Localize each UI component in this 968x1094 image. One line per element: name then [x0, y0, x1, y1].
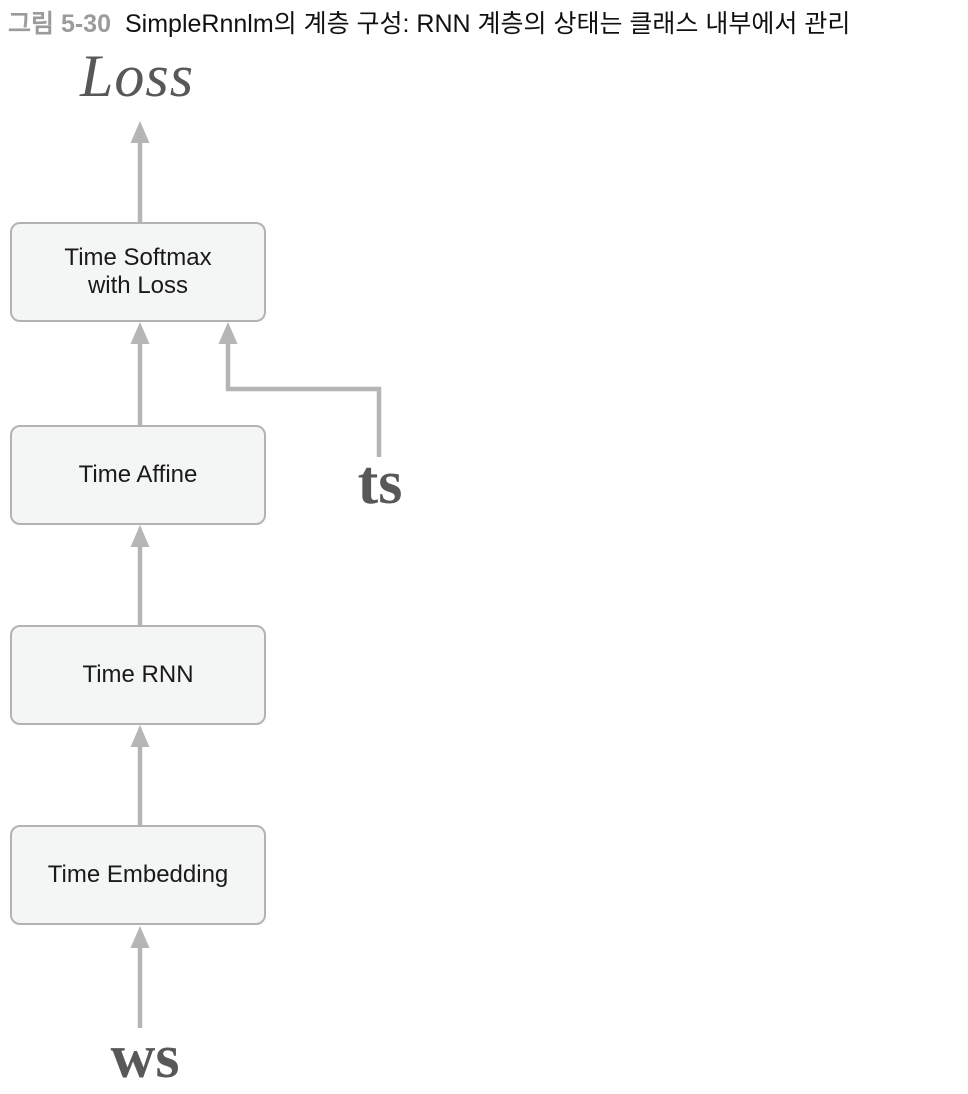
arrow-ws-to-embedding: [130, 926, 150, 1028]
layer-label-line2: with Loss: [87, 272, 189, 299]
layer-label: Time Affine: [78, 461, 198, 488]
ts-input-label: ts: [357, 449, 403, 517]
arrow-softmax-to-loss: [130, 121, 150, 222]
layer-box-time-affine: Time Affine: [10, 425, 266, 525]
layer-box-time-softmax-with-loss: Time Softmax with Loss: [10, 222, 266, 322]
figure-number: 그림 5-30: [8, 10, 111, 38]
layer-box-time-rnn: Time RNN: [10, 625, 266, 725]
arrow-embedding-to-rnn: [130, 725, 150, 825]
loss-output-label: Loss: [80, 43, 195, 109]
layer-label-line1: Time Softmax: [64, 244, 212, 271]
figure-title: SimpleRnnlm의 계층 구성: RNN 계층의 상태는 클래스 내부에서…: [124, 10, 851, 38]
figure-caption: 그림 5-30 SimpleRnnlm의 계층 구성: RNN 계층의 상태는 클…: [8, 8, 964, 40]
arrow-affine-to-softmax: [130, 322, 150, 425]
layer-label: Time Embedding: [47, 861, 229, 888]
ws-input-label: ws: [110, 1023, 180, 1091]
arrow-rnn-to-affine: [130, 525, 150, 625]
layer-box-time-embedding: Time Embedding: [10, 825, 266, 925]
layer-label: Time RNN: [82, 661, 194, 688]
